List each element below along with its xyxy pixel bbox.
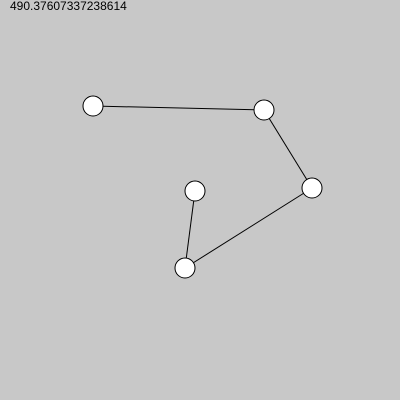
draggable-node-4[interactable] [174, 257, 196, 279]
edge-2-3 [263, 109, 313, 189]
edge-3-4 [184, 187, 313, 269]
draggable-node-1[interactable] [82, 95, 104, 117]
edge-1-2 [92, 105, 265, 111]
edges-layer [92, 105, 313, 269]
draggable-node-5[interactable] [184, 180, 206, 202]
draggable-node-3[interactable] [301, 177, 323, 199]
draggable-node-2[interactable] [253, 99, 275, 121]
nodes-layer[interactable] [82, 95, 323, 279]
edge-4-5 [184, 190, 196, 269]
path-length-readout: 490.37607337238614 [10, 0, 127, 13]
